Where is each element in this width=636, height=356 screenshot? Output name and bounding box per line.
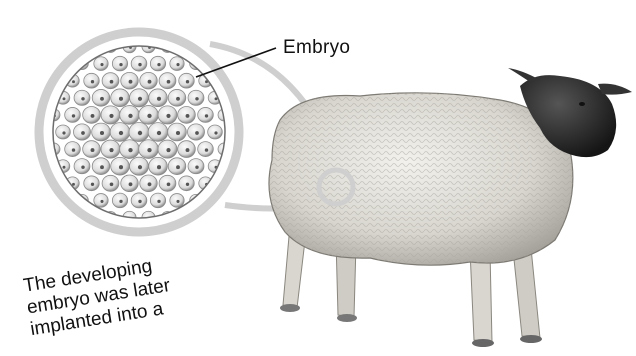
cell-nucleus xyxy=(72,183,75,186)
cell-nucleus xyxy=(109,148,113,152)
cell-nucleus xyxy=(119,63,122,66)
cell-nucleus xyxy=(148,182,152,186)
cell-nucleus xyxy=(91,148,95,152)
cell-nucleus xyxy=(166,148,170,152)
cell-nucleus xyxy=(129,80,133,84)
cell-nucleus xyxy=(176,97,180,101)
cell-nucleus xyxy=(119,200,122,203)
cell-nucleus xyxy=(195,97,198,100)
cell-nucleus xyxy=(63,97,66,100)
cell-nucleus xyxy=(186,148,190,152)
cell-nucleus xyxy=(157,165,161,169)
cell-nucleus xyxy=(176,63,179,66)
cell-nucleus xyxy=(157,131,161,135)
cell-nucleus xyxy=(157,200,160,203)
cell-nucleus xyxy=(147,114,151,118)
cell-nucleus xyxy=(157,63,160,66)
cell-nucleus xyxy=(186,114,190,118)
cell-nucleus xyxy=(100,165,104,169)
cell-nucleus xyxy=(138,131,142,135)
cell-nucleus xyxy=(119,131,123,135)
cell-nucleus xyxy=(157,97,161,101)
cell-nucleus xyxy=(167,182,171,186)
cell-nucleus xyxy=(167,80,171,84)
cell-nucleus xyxy=(128,114,132,118)
cell-nucleus xyxy=(176,131,180,135)
cell-nucleus xyxy=(214,131,217,134)
cell-nucleus xyxy=(62,131,65,134)
cell-nucleus xyxy=(91,183,94,186)
cell-nucleus xyxy=(205,114,208,117)
cell-nucleus xyxy=(63,166,66,169)
cell-nucleus xyxy=(81,165,84,168)
cell-nucleus xyxy=(72,114,75,117)
embryo-label: Embryo xyxy=(283,37,350,59)
cell-nucleus xyxy=(166,114,170,118)
cell-nucleus xyxy=(176,200,179,203)
cell-nucleus xyxy=(176,165,180,169)
cell-nucleus xyxy=(119,97,123,101)
cell-nucleus xyxy=(195,131,199,135)
cell-nucleus xyxy=(148,80,152,84)
cell-nucleus xyxy=(100,63,103,66)
cell-nucleus xyxy=(91,114,95,118)
cell-nucleus xyxy=(72,148,75,151)
cell-nucleus xyxy=(110,80,114,84)
cell-nucleus xyxy=(119,165,123,169)
cell-nucleus xyxy=(186,183,189,186)
sheep-illustration xyxy=(269,68,632,347)
cell-nucleus xyxy=(195,165,198,168)
cell-nucleus xyxy=(205,148,208,151)
cell-nucleus xyxy=(100,200,103,203)
embryo-magnified xyxy=(38,32,240,232)
cell-nucleus xyxy=(100,97,104,101)
cell-nucleus xyxy=(138,165,142,169)
cell-nucleus xyxy=(128,148,132,152)
cell-nucleus xyxy=(215,97,218,100)
cell-nucleus xyxy=(147,148,151,152)
cell-nucleus xyxy=(138,200,141,203)
cell-nucleus xyxy=(109,114,113,118)
cell-nucleus xyxy=(100,131,104,135)
cell-nucleus xyxy=(138,63,141,66)
cell-nucleus xyxy=(91,80,94,83)
cell-nucleus xyxy=(72,80,75,83)
cell-nucleus xyxy=(81,131,85,135)
cell-nucleus xyxy=(81,97,84,100)
cell-nucleus xyxy=(110,182,114,186)
cell-nucleus xyxy=(186,80,189,83)
cell-nucleus xyxy=(138,97,142,101)
cell-nucleus xyxy=(129,182,133,186)
